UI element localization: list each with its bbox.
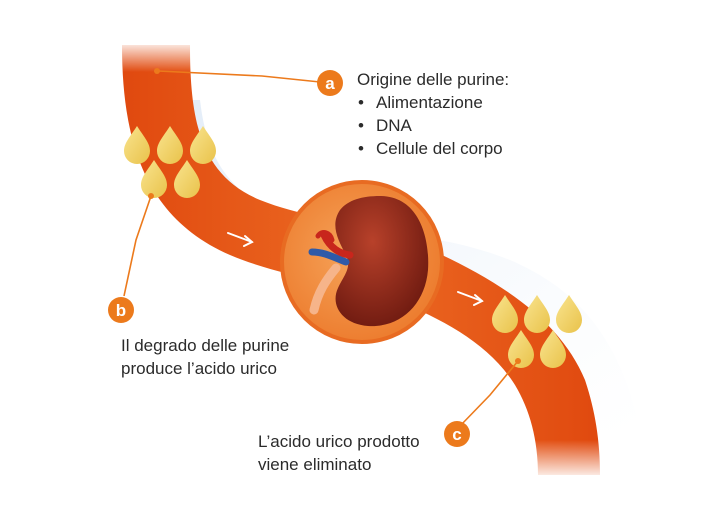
callout-dot-c — [515, 358, 521, 364]
purine-drop — [174, 160, 200, 198]
label-purine-origin: Origine delle purine: Alimentazione DNA … — [357, 68, 509, 160]
callout-dot-a — [154, 68, 160, 74]
uric-acid-drop — [508, 330, 534, 368]
callout-line-a — [157, 70, 321, 83]
label-purine-breakdown: Il degrado delle purine produce l’acido … — [121, 334, 341, 380]
kidney-circle-rim — [280, 180, 444, 344]
purine-drop — [190, 126, 216, 164]
label-c-line-1: L’acido urico prodotto — [258, 432, 420, 451]
label-a-list: Alimentazione DNA Cellule del corpo — [357, 91, 509, 160]
callout-dot-b — [148, 193, 154, 199]
label-c-line-2: viene eliminato — [258, 455, 372, 474]
uric-acid-drop — [540, 330, 566, 368]
purine-drop — [124, 126, 150, 164]
kidney-organ — [335, 196, 429, 327]
marker-a-letter: a — [325, 74, 335, 93]
marker-c: c — [444, 421, 470, 447]
uric-acid-drop — [556, 295, 582, 333]
label-a-item-cells: Cellule del corpo — [357, 137, 509, 160]
label-a-item-food: Alimentazione — [357, 91, 509, 114]
vessel-fade-top — [110, 40, 205, 72]
vessel-fade-bottom — [525, 440, 615, 480]
purine-drop — [141, 160, 167, 198]
flow-arrow-left — [227, 232, 254, 247]
uric-acid-drop — [524, 295, 550, 333]
marker-c-letter: c — [452, 425, 461, 444]
label-uric-acid-elimination: L’acido urico prodotto viene eliminato — [258, 430, 478, 476]
purine-drops-left — [124, 126, 216, 198]
purine-drop — [157, 126, 183, 164]
renal-artery-upper — [315, 230, 335, 243]
callout-line-c — [459, 360, 519, 427]
label-a-item-dna: DNA — [357, 114, 509, 137]
marker-a: a — [317, 70, 343, 96]
label-b-line-2: produce l’acido urico — [121, 359, 277, 378]
uric-acid-drop — [492, 295, 518, 333]
renal-artery — [320, 231, 354, 259]
marker-b-letter: b — [116, 301, 126, 320]
renal-vein — [308, 248, 350, 266]
label-b-line-1: Il degrado delle purine — [121, 336, 290, 355]
flow-arrow-right — [457, 291, 484, 306]
marker-b: b — [108, 297, 134, 323]
ureter — [309, 263, 341, 315]
label-a-title: Origine delle purine: — [357, 70, 510, 89]
callout-line-b — [123, 195, 152, 297]
uric-acid-drops-right — [492, 295, 582, 368]
